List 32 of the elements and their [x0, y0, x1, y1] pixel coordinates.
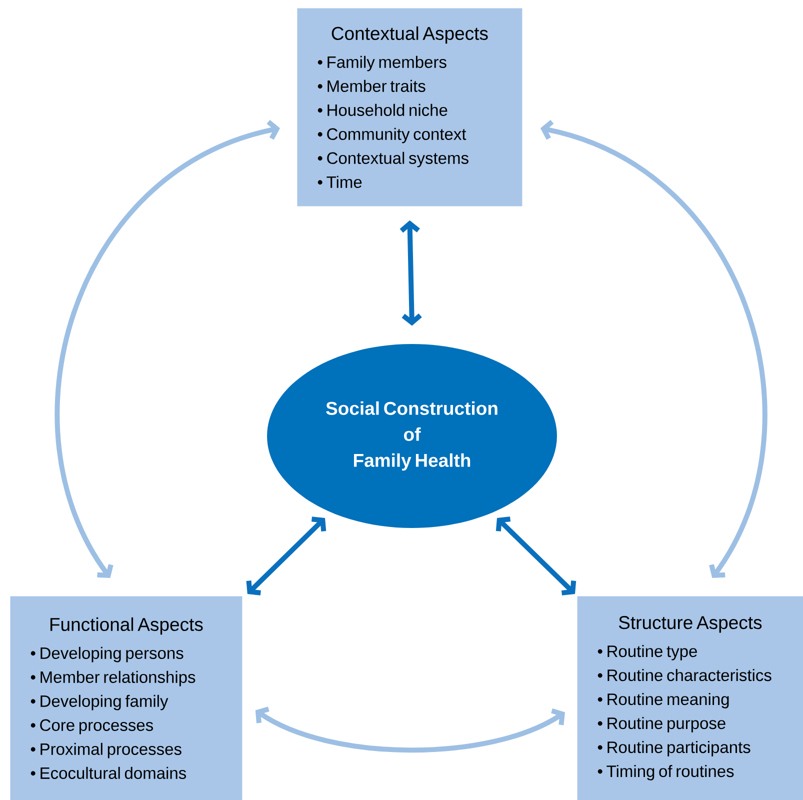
double-arrow [496, 516, 576, 596]
bullet-item: • Developing family [30, 694, 168, 710]
aspect-box [297, 8, 522, 206]
bullet-item: • Core processes [30, 719, 153, 734]
double-arrow [540, 120, 768, 578]
box-heading: Structure Aspects [618, 616, 762, 633]
bullet-item: • Household niche [318, 104, 448, 116]
bullet-item: • Ecocultural domains [30, 766, 186, 779]
bullet-item: • Member relationships [30, 670, 196, 686]
bullet-item: • Developing persons [30, 646, 184, 662]
central-ellipse [267, 344, 557, 528]
bullet-item: • Routine type [598, 645, 697, 660]
bullet-item: • Time [318, 176, 362, 188]
double-arrow [400, 220, 422, 326]
bullet-item: • Routine meaning [598, 693, 729, 708]
bullet-item: • Contextual systems [318, 152, 468, 168]
bullet-item: • Timing of routines [598, 765, 734, 780]
bullet-item: • Routine purpose [598, 717, 726, 732]
aspect-box [10, 596, 242, 800]
double-arrow [55, 120, 280, 578]
bullet-item: • Member traits [318, 80, 426, 92]
box-heading: Functional Aspects [50, 617, 203, 635]
double-arrow [246, 516, 326, 596]
bullet-item: • Family members [318, 56, 446, 72]
aspect-box [577, 596, 803, 800]
bullet-item: • Routine characteristics [598, 669, 772, 682]
bullet-item: • Community context [318, 128, 466, 144]
double-arrow [255, 706, 565, 753]
bullet-item: • Routine participants [598, 741, 750, 756]
bullet-item: • Proximal processes [30, 742, 182, 758]
box-heading: Contextual Aspects [332, 26, 488, 44]
ellipse-label: Social Construction of Family Health [326, 401, 498, 471]
